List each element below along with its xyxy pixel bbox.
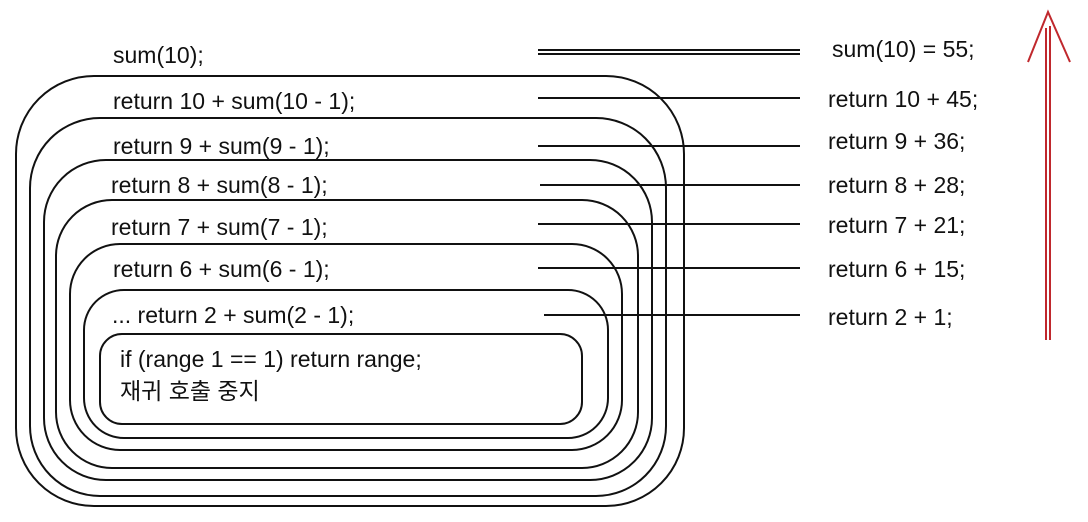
frame-box-2 bbox=[83, 289, 609, 439]
frame-box-10 bbox=[15, 75, 685, 507]
return-arrow-head bbox=[1027, 9, 1071, 63]
frame-box-9 bbox=[29, 117, 667, 497]
base-case-note: 재귀 호출 중지 bbox=[120, 378, 260, 404]
result-6: return 6 + 15; bbox=[828, 256, 966, 282]
call-frame-7: return 7 + sum(7 - 1); bbox=[111, 214, 328, 240]
result-9: return 9 + 36; bbox=[828, 128, 966, 154]
frame-box-7 bbox=[55, 199, 639, 469]
call-frame-2: ... return 2 + sum(2 - 1); bbox=[112, 302, 355, 328]
frame-box-6 bbox=[69, 243, 623, 451]
call-frame-10: return 10 + sum(10 - 1); bbox=[113, 88, 356, 114]
base-case-code: if (range 1 == 1) return range; bbox=[120, 346, 422, 372]
result-10: return 10 + 45; bbox=[828, 86, 979, 112]
result-7: return 7 + 21; bbox=[828, 212, 966, 238]
call-frame-6: return 6 + sum(6 - 1); bbox=[113, 256, 330, 282]
base-case-box bbox=[99, 333, 583, 425]
result-2: return 2 + 1; bbox=[828, 304, 953, 330]
call-frame-8: return 8 + sum(8 - 1); bbox=[111, 172, 328, 198]
call-header: sum(10); bbox=[113, 42, 204, 68]
frame-box-8 bbox=[43, 159, 653, 481]
result-8: return 8 + 28; bbox=[828, 172, 966, 198]
call-frame-9: return 9 + sum(9 - 1); bbox=[113, 133, 330, 159]
result-10-final: sum(10) = 55; bbox=[832, 36, 975, 62]
